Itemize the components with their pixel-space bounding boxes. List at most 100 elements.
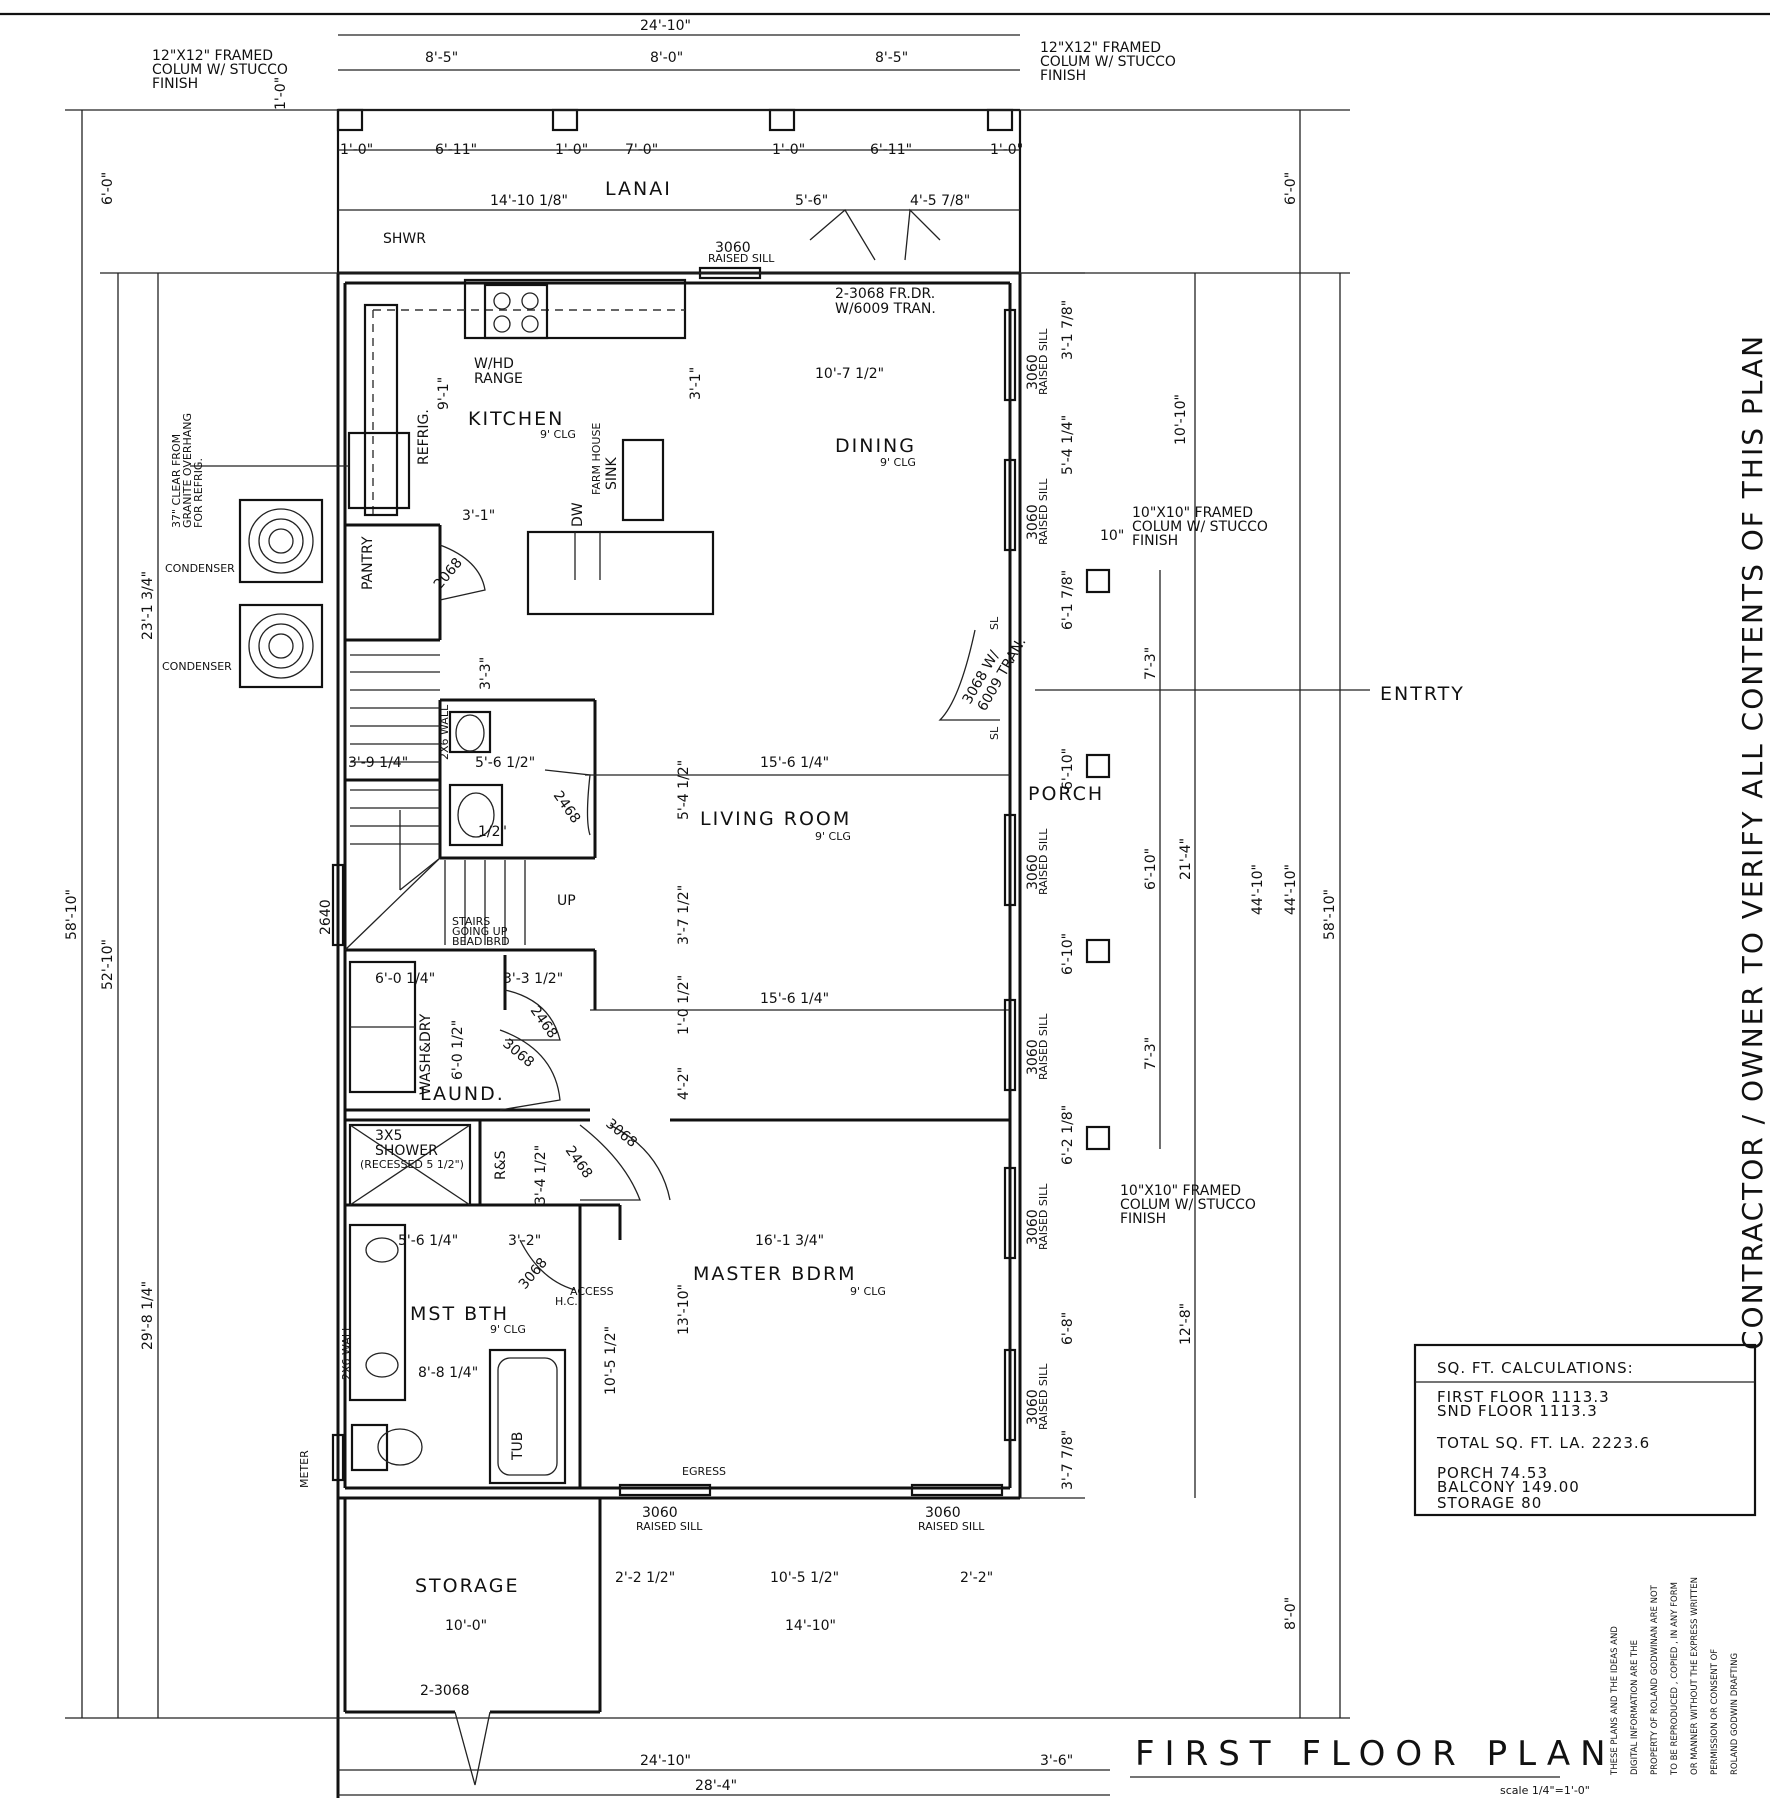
sqft-balcony: BALCONY 149.00	[1437, 1478, 1580, 1496]
sqft-calculations: SQ. FT. CALCULATIONS: FIRST FLOOR 1113.3…	[1436, 1359, 1650, 1512]
room-lanai: LANAI	[605, 178, 672, 200]
clg-note: 9' CLG	[540, 428, 576, 441]
dim-left-lanai: 6'-0"	[100, 172, 116, 205]
dim: 1/2"	[478, 824, 507, 840]
interior-walls	[345, 523, 1010, 1488]
column-square	[1085, 568, 1111, 594]
dim-right-total: 58'-10"	[1322, 889, 1338, 940]
dim-right-storage: 8'-0"	[1283, 1597, 1299, 1630]
window-icon	[1003, 998, 1017, 1092]
door-label: 2468	[562, 1143, 596, 1181]
window-label: 3060	[1025, 1039, 1041, 1075]
dim-lanai-lower: 14'-10 1/8"	[490, 193, 568, 209]
sqft-box	[1413, 1343, 1757, 1517]
window-label: RAISED SILL	[1037, 1363, 1050, 1430]
legal-line: THESE PLANS AND THE IDEAS AND	[1610, 1626, 1620, 1776]
dim-lanai-seg: 6'-11"	[435, 142, 477, 158]
dim-lanai-seg: 1'-0"	[990, 142, 1023, 158]
window-icon	[618, 1483, 712, 1497]
refrigerator-icon	[347, 431, 411, 510]
dim: 16'-1 3/4"	[755, 1233, 824, 1249]
access-label: H.C.	[555, 1295, 578, 1308]
dim-right-12: 12'-8"	[1178, 1303, 1194, 1345]
legal-line: TO BE REPRODUCED , COPIED , IN ANY FORM	[1670, 1582, 1680, 1776]
sqft-total: TOTAL SQ. FT. LA. 2223.6	[1436, 1434, 1650, 1452]
dim: 3'-3 1/2"	[503, 971, 563, 987]
shwr-label: SHWR	[383, 231, 426, 247]
dim: 5'-4 1/4"	[1060, 415, 1076, 475]
room-labels: LANAI KITCHEN 9' CLG W/HD RANGE REFRIG. …	[360, 178, 1104, 1597]
windows	[331, 266, 1017, 1497]
dim-bottom-porch: 3'-6"	[1040, 1753, 1073, 1769]
column-square	[551, 108, 579, 132]
door-label: 2068	[431, 555, 466, 593]
room-living: LIVING ROOM	[700, 808, 851, 830]
dim: 3'-4 1/2"	[533, 1145, 549, 1205]
dim: 14'-10"	[785, 1618, 836, 1634]
dim-top-seg: 8'-5"	[875, 50, 908, 66]
dim: 6'-1 7/8"	[1060, 570, 1076, 630]
dim-lanai-lower: 5'-6"	[795, 193, 828, 209]
dim: 10'-0"	[445, 1618, 487, 1634]
column-square	[1085, 938, 1111, 964]
shower-icon	[348, 1123, 472, 1207]
door-label: 2-3068 FR.DR.	[835, 286, 935, 302]
dim: 15'-6 1/4"	[760, 755, 829, 771]
window-label: 3060	[715, 240, 751, 256]
window-label: RAISED SILL	[1037, 1013, 1050, 1080]
column-square	[1085, 1125, 1111, 1151]
note: 10"X10" FRAMED	[1120, 1183, 1241, 1199]
dim-top-seg: 8'-0"	[650, 50, 683, 66]
dim-left-main: 52'-10"	[100, 939, 116, 990]
window-label: RAISED SILL	[1037, 478, 1050, 545]
lanai-structure	[336, 108, 1111, 1499]
legal-line: PROPERTY OF ROLAND GODWINAN ARE NOT	[1650, 1584, 1660, 1775]
vanity-counter	[348, 1223, 407, 1402]
dim: 3'-1"	[462, 508, 495, 524]
note: COLUM W/ STUCCO	[1132, 519, 1268, 535]
dim: 5'-6 1/4"	[398, 1233, 458, 1249]
dim: 10'-7 1/2"	[815, 366, 884, 382]
tub-icon	[488, 1348, 567, 1485]
wall-label: 2X6 WALL	[340, 1324, 353, 1380]
toilet-icon	[350, 1423, 389, 1472]
rs-label: R&S	[493, 1150, 509, 1180]
window-label: 3060	[642, 1505, 678, 1521]
door-label: 2-3068	[420, 1683, 470, 1699]
window-icon	[1003, 308, 1017, 402]
dim: 3'-1 7/8"	[1060, 300, 1076, 360]
column-square	[1085, 753, 1111, 779]
legal-line: PERMISSION OR CONSENT OF	[1710, 1649, 1720, 1775]
dw-label: DW	[570, 502, 586, 527]
access-label: ACCESS	[570, 1285, 614, 1298]
dim: 6'-10"	[1060, 933, 1076, 975]
island-counter	[526, 530, 715, 616]
window-label: 3060	[1025, 354, 1041, 390]
plan-title: FIRST FLOOR PLAN	[1135, 1734, 1616, 1774]
dim-top-seg: 8'-5"	[425, 50, 458, 66]
note: COLUM W/ STUCCO	[1120, 1197, 1256, 1213]
window-label: 3060	[1025, 1209, 1041, 1245]
sqft-first: FIRST FLOOR 1113.3	[1437, 1388, 1610, 1406]
vanity-icon	[448, 783, 504, 847]
dim: 2'-2 1/2"	[615, 1570, 675, 1586]
sqft-storage: STORAGE 80	[1437, 1494, 1542, 1512]
dim: 3'-7 7/8"	[1060, 1430, 1076, 1490]
toilet-icon	[448, 710, 492, 754]
dim-lanai-seg: 1'-0"	[555, 142, 588, 158]
window-icon	[910, 1483, 1004, 1497]
window-icon	[1003, 1166, 1017, 1260]
room-porch: PORCH	[1028, 783, 1104, 805]
shower-label: SHOWER	[375, 1143, 438, 1159]
annotations: 12"X12" FRAMED COLUM W/ STUCCO FINISH 12…	[152, 40, 1463, 1488]
kitchen-fixtures	[347, 278, 715, 616]
sink-label: FARM HOUSE	[590, 423, 603, 495]
sqft-porch: PORCH 74.53	[1437, 1464, 1548, 1482]
dim-column: 1'-0"	[273, 77, 289, 110]
tub-label: TUB	[510, 1432, 526, 1461]
dim-right-dining: 10'-10"	[1173, 394, 1189, 445]
dim: 13'-10"	[676, 1284, 692, 1335]
condensers	[190, 465, 349, 689]
dim-left-lower: 29'-8 1/4"	[140, 1281, 156, 1350]
dim-right-lanai: 6'-0"	[1283, 172, 1299, 205]
